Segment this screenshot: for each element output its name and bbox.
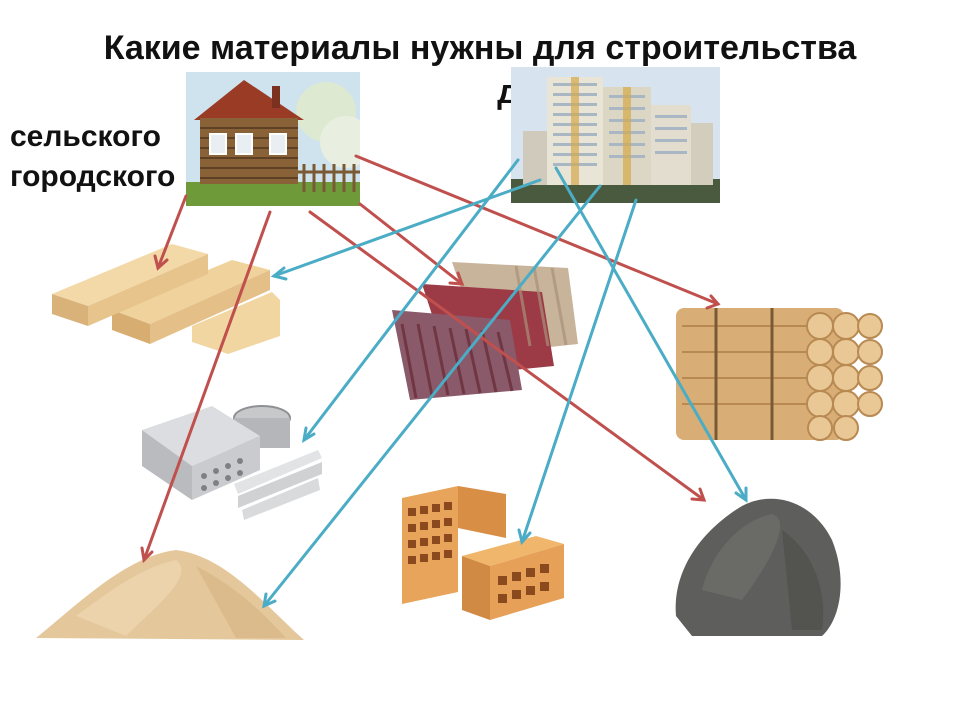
- arrow-urban-to-boards: [272, 178, 542, 278]
- arrow-rural-to-roofing: [358, 202, 464, 286]
- arrow-head-urban-cement: [734, 486, 748, 503]
- arrow-head-rural-boards: [153, 254, 169, 271]
- arrow-rural-to-cement: [308, 210, 706, 502]
- urban-arrows: [262, 158, 748, 609]
- sand-image: [36, 550, 304, 640]
- cement-image: [675, 498, 841, 636]
- arrow-head-urban-concrete: [301, 426, 316, 443]
- arrow-head-rural-sand: [140, 546, 154, 564]
- urban-building-image: [511, 67, 720, 203]
- arrow-head-rural-roofing: [448, 271, 465, 286]
- bricks-image: [402, 486, 564, 620]
- arrow-urban-to-bricks: [520, 198, 638, 544]
- label-rural: сельского: [10, 120, 161, 153]
- arrow-head-rural-logs: [705, 294, 721, 310]
- title-line-1: Какие материалы нужны для строительства: [103, 29, 857, 67]
- arrow-head-urban-bricks: [517, 528, 532, 546]
- arrow-urban-to-cement: [554, 166, 748, 502]
- label-urban: городского: [10, 160, 176, 193]
- arrow-rural-to-boards: [156, 194, 188, 270]
- arrow-urban-to-concrete: [302, 158, 520, 442]
- rural-house-image: [186, 72, 360, 206]
- concrete-image: [142, 405, 322, 520]
- arrow-head-urban-boards: [270, 266, 288, 281]
- boards-image: [52, 244, 280, 354]
- arrow-head-urban-sand: [262, 592, 277, 609]
- arrow-head-rural-cement: [690, 487, 707, 502]
- logs-image: [676, 308, 883, 441]
- arrow-rural-to-logs: [354, 154, 720, 306]
- rural-arrows: [140, 154, 721, 564]
- arrow-urban-to-sand: [262, 184, 602, 608]
- arrow-rural-to-sand: [142, 210, 272, 562]
